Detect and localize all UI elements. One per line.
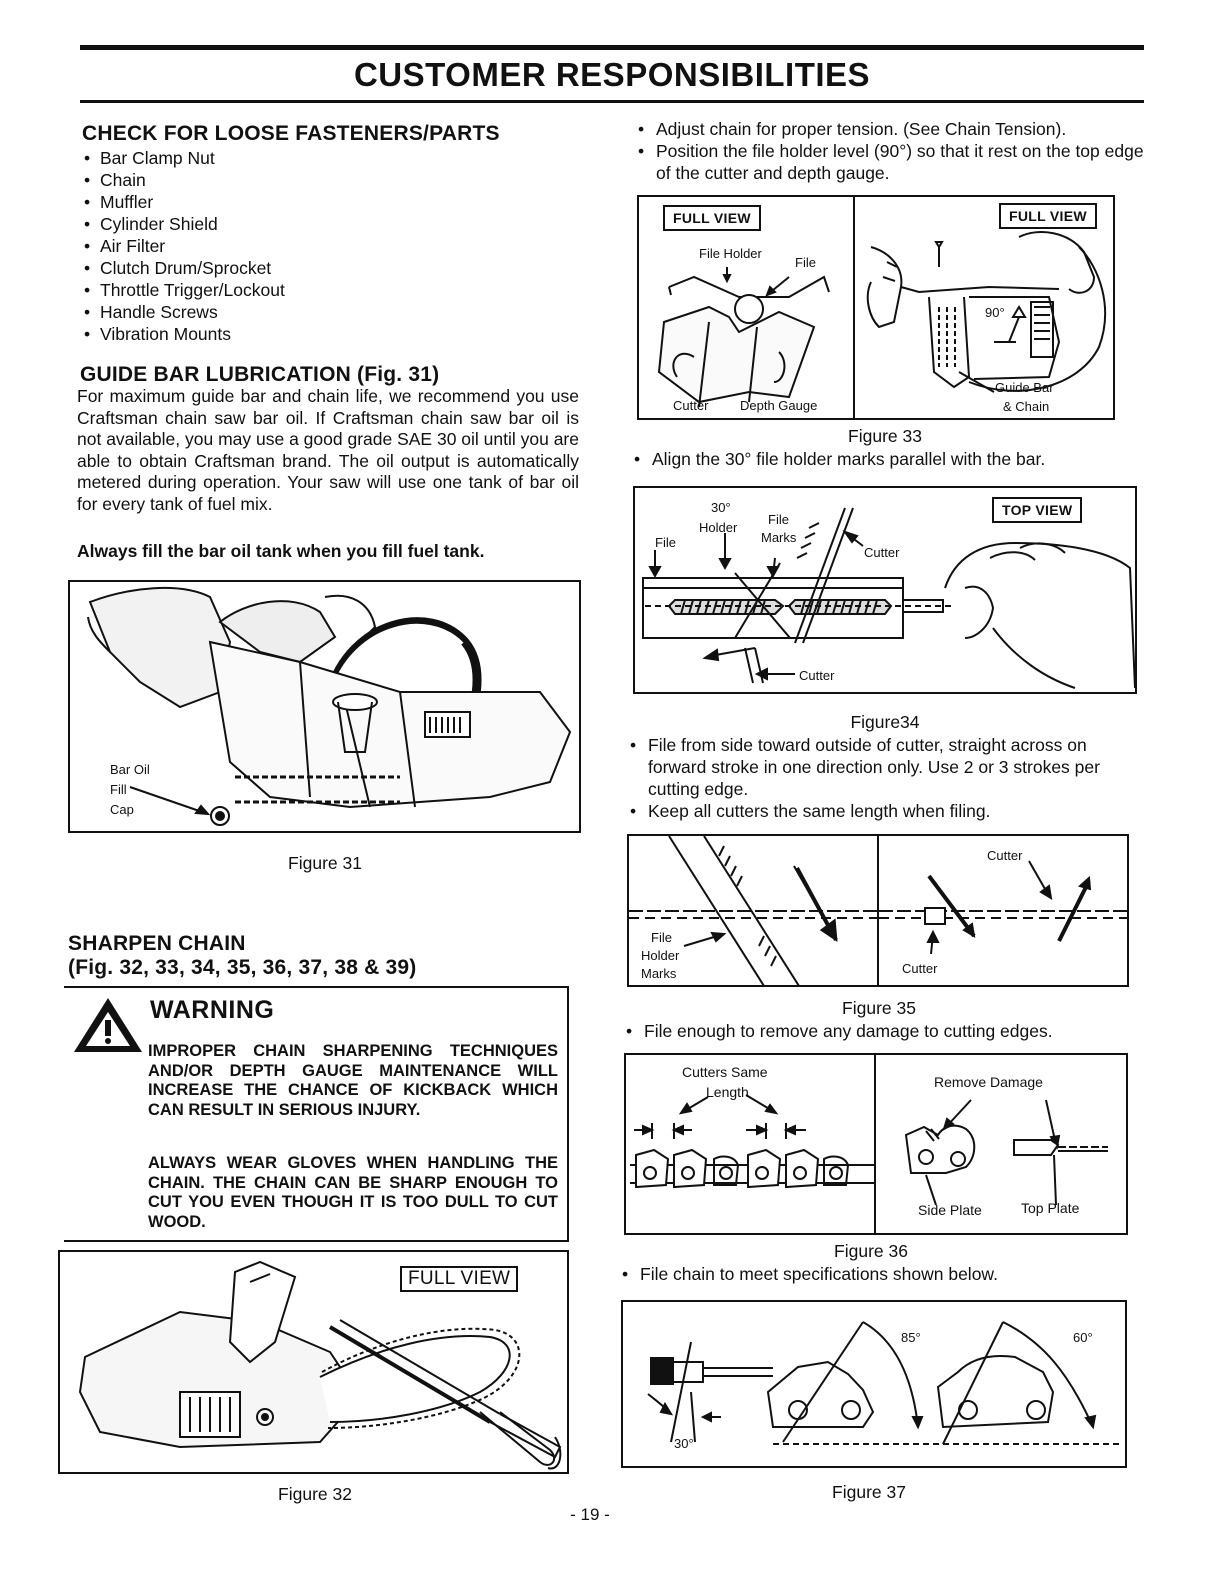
figure-35-caption: Figure 35 [842,998,916,1018]
figure-37: 85° 60° 30° [621,1300,1127,1468]
figure-34-file-marks-label-2: Marks [761,530,797,545]
figure-31-label-line2: Fill [110,782,127,797]
figure-34-cutter-top-label: Cutter [864,545,900,560]
figure-33-chain-label: & Chain [1003,399,1050,414]
align-bullet-item: Align the 30° file holder marks parallel… [630,448,1142,470]
figure-36-remove-damage-label: Remove Damage [934,1074,1043,1090]
fasteners-list-item: Throttle Trigger/Lockout [80,279,540,301]
right-bullets-2-item: File from side toward outside of cutter,… [626,734,1138,800]
fasteners-heading: CHECK FOR LOOSE FASTENERS/PARTS [82,122,500,145]
figure-31-illustration [87,586,572,826]
figure-35-illustration [629,836,1127,985]
right-bullets-1-item: Position the file holder level (90°) so … [634,140,1146,184]
fasteners-list: Bar Clamp NutChainMufflerCylinder Shield… [80,147,540,345]
figure-32-view-tag: FULL VIEW [400,1266,519,1292]
fasteners-list-item: Vibration Mounts [80,323,540,345]
right-bullets-1-item: Adjust chain for proper tension. (See Ch… [634,118,1146,140]
warning-title: WARNING [150,996,275,1024]
figure-34-file-label: File [655,535,676,550]
lubrication-heading: GUIDE BAR LUBRICATION (Fig. 31) [80,363,440,386]
damage-bullet-item: File enough to remove any damage to cutt… [622,1020,1134,1042]
figure-36-divider [874,1055,876,1233]
fasteners-list-item: Muffler [80,191,540,213]
align-bullet: Align the 30° file holder marks parallel… [630,448,1142,470]
figure-34-angle-label: 30° [711,500,731,515]
figure-36-caption: Figure 36 [834,1241,908,1261]
warning-box: WARNING IMPROPER CHAIN SHARPENING TECHNI… [64,986,569,1242]
right-bullets-2: File from side toward outside of cutter,… [626,734,1138,822]
sharpen-heading: SHARPEN CHAIN [68,932,246,955]
figure-37-angle-30: 30° [674,1436,694,1451]
figure-33-divider [853,197,855,418]
figure-31-label-line3: Cap [110,802,134,817]
figure-35-cutter-bottom-label: Cutter [902,961,938,976]
figure-33-view-tag-right: FULL VIEW [999,203,1097,229]
figure-32-illustration [78,1260,562,1470]
figure-37-illustration [647,1321,1123,1445]
warning-paragraph-2: ALWAYS WEAR GLOVES WHEN HANDLING THE CHA… [148,1154,558,1231]
figure-31-caption: Figure 31 [288,853,362,873]
lubrication-paragraph: For maximum guide bar and chain life, we… [77,386,579,514]
figure-34-illustration [642,507,1135,689]
title-rule [80,100,1144,103]
figure-36: Cutters Same Length Remove Damage Side P… [624,1053,1128,1235]
fasteners-list-item: Air Filter [80,235,540,257]
figure-31-label-line1: Bar Oil [110,762,150,777]
fasteners-list-item: Bar Clamp Nut [80,147,540,169]
lubrication-note: Always fill the bar oil tank when you fi… [77,541,485,561]
sharpen-figure-list: (Fig. 32, 33, 34, 35, 36, 37, 38 & 39) [68,956,417,979]
figure-33-illustration [657,231,1107,408]
figure-36-side-plate-label: Side Plate [918,1202,982,1218]
figure-37-caption: Figure 37 [832,1482,906,1502]
fasteners-list-item: Chain [80,169,540,191]
top-rule [80,45,1144,50]
page-title: CUSTOMER RESPONSIBILITIES [353,56,871,93]
figure-31: Bar Oil Fill Cap [68,580,581,833]
figure-33-file-holder-label: File Holder [699,246,762,261]
figure-35-holder-label-1: File [651,930,672,945]
specs-bullet: File chain to meet specifications shown … [618,1263,1130,1285]
figure-36-same-length-label-1: Cutters Same [682,1064,768,1080]
figure-34-holder-label: Holder [699,520,738,535]
damage-bullet: File enough to remove any damage to cutt… [622,1020,1134,1042]
warning-triangle-icon [74,998,142,1052]
figure-33-view-tag-left: FULL VIEW [663,205,761,231]
specs-bullet-item: File chain to meet specifications shown … [618,1263,1130,1285]
figure-32: FULL VIEW [58,1250,569,1474]
figure-35: File Holder Marks Cutter Cutter [627,834,1129,987]
figure-34-file-marks-label-1: File [768,512,789,527]
right-bullets-2-item: Keep all cutters the same length when fi… [626,800,1138,822]
figure-35-holder-label-3: Marks [641,966,677,981]
figure-36-illustration [630,1094,1108,1206]
figure-33-guide-bar-label: Guide Bar [995,380,1054,395]
figure-34: TOP VIEW [633,486,1137,694]
fasteners-list-item: Handle Screws [80,301,540,323]
figure-35-cutter-top-label: Cutter [987,848,1023,863]
figure-33-cutter-label: Cutter [673,398,709,413]
figure-32-caption: Figure 32 [278,1484,352,1504]
figure-35-divider [877,836,879,985]
figure-34-caption: Figure34 [850,712,920,732]
figure-37-angle-60: 60° [1073,1330,1093,1345]
figure-37-angle-85: 85° [901,1330,921,1345]
fasteners-list-item: Clutch Drum/Sprocket [80,257,540,279]
figure-33-angle-label: 90° [985,305,1005,320]
figure-33-file-label: File [795,255,816,270]
figure-33-caption: Figure 33 [848,426,922,446]
figure-36-same-length-label-2: Length [706,1084,749,1100]
figure-35-holder-label-2: Holder [641,948,680,963]
figure-33: FULL VIEW FULL VIEW [637,195,1115,420]
right-bullets-1: Adjust chain for proper tension. (See Ch… [634,118,1146,184]
warning-paragraph-1: IMPROPER CHAIN SHARPENING TECHNIQUES AND… [148,1042,558,1119]
figure-34-view-tag: TOP VIEW [992,497,1083,523]
figure-33-depth-gauge-label: Depth Gauge [740,398,818,413]
figure-36-top-plate-label: Top Plate [1021,1200,1080,1216]
page-number: - 19 - [570,1505,610,1524]
figure-34-cutter-bottom-label: Cutter [799,668,835,683]
fasteners-list-item: Cylinder Shield [80,213,540,235]
